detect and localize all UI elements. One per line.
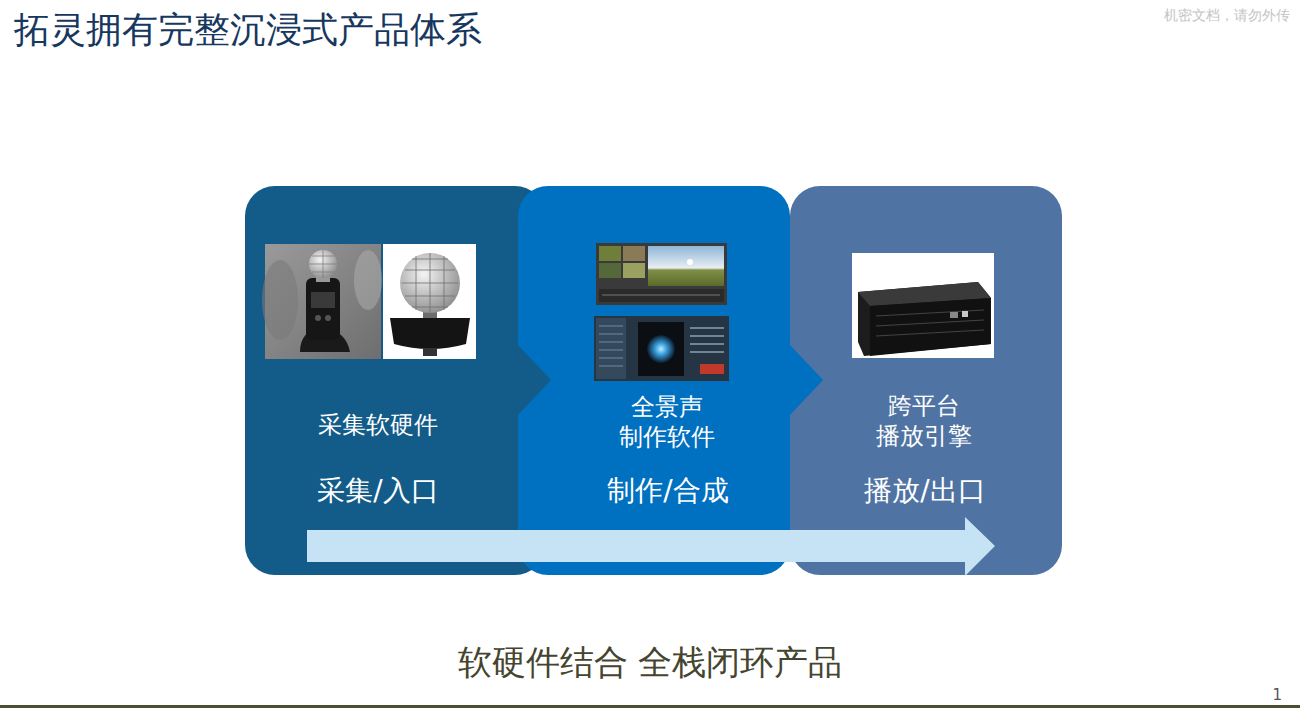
panel-fill <box>245 186 545 575</box>
panel-heading: 采集软硬件 <box>317 410 439 440</box>
footer-line <box>0 705 1300 708</box>
page-number: 1 <box>1272 686 1282 704</box>
panel-role: 制作/合成 <box>606 473 730 508</box>
server-photo <box>852 253 994 358</box>
recorder-photo <box>262 244 382 359</box>
panel-shape <box>790 186 1102 575</box>
flow-arrow <box>307 517 995 576</box>
chevron-notch <box>518 345 551 415</box>
slide-title: 拓灵拥有完整沉浸式产品体系 <box>14 6 482 55</box>
watermark: 机密文档，请勿外传 <box>1164 7 1290 25</box>
panel-fill <box>518 186 790 575</box>
panel-role: 采集/入口 <box>316 473 440 508</box>
chevron-notch <box>790 345 823 415</box>
panel-fill <box>790 186 1062 575</box>
software-screenshot <box>594 243 729 381</box>
panel-role: 播放/出口 <box>863 473 987 508</box>
panel-heading: 跨平台 播放引擎 <box>844 391 1004 451</box>
panel-heading: 全景声 制作软件 <box>587 392 747 452</box>
microphone-photo <box>383 244 476 359</box>
slide-caption: 软硬件结合 全栈闭环产品 <box>458 640 843 686</box>
stage-panel: 跨平台 播放引擎播放/出口 <box>790 186 1062 575</box>
